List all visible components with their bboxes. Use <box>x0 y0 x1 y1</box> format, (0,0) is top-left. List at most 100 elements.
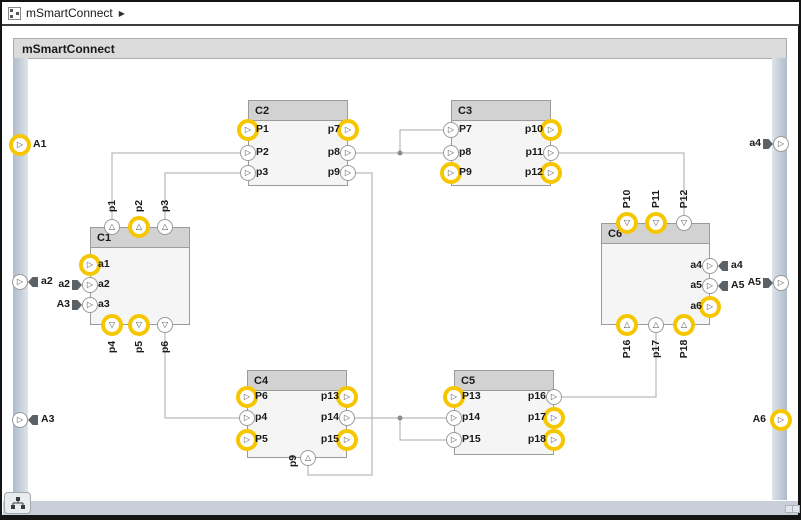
diagram-title-bar: mSmartConnect <box>13 38 787 59</box>
root-port-a2[interactable]: ▷ <box>12 274 28 290</box>
root-port-A5[interactable]: ▷ <box>773 275 789 291</box>
root-port-label: a2 <box>41 275 53 287</box>
port-C1-p3[interactable]: △ <box>157 219 173 235</box>
port-C3-p11[interactable]: ▷ <box>543 145 559 161</box>
port-C6-p17[interactable]: △ <box>648 317 664 333</box>
port-C6-a4[interactable]: ▷ <box>702 258 718 274</box>
port-label: p6 <box>159 340 171 354</box>
port-C6-P10[interactable]: ▽ <box>616 212 638 234</box>
port-C6-P12[interactable]: ▽ <box>676 215 692 231</box>
port-C6-a5[interactable]: ▷ <box>702 278 718 294</box>
port-C5-p14[interactable]: ▷ <box>446 410 462 426</box>
port-C5-p17[interactable]: ▷ <box>543 407 565 429</box>
hierarchy-badge[interactable] <box>4 492 31 514</box>
port-C2-P1[interactable]: ▷ <box>237 119 259 141</box>
port-C4-P5[interactable]: ▷ <box>236 429 258 451</box>
port-C6-P11[interactable]: ▽ <box>645 212 667 234</box>
port-label: p9 <box>327 166 340 178</box>
wire[interactable] <box>164 172 240 219</box>
port-C5-P13[interactable]: ▷ <box>443 386 465 408</box>
port-C1-a1[interactable]: ▷ <box>79 254 101 276</box>
root-port-A1[interactable]: ▷ <box>9 134 31 156</box>
port-arrow-icon: ▷ <box>706 302 714 311</box>
port-C5-p18[interactable]: ▷ <box>543 429 565 451</box>
port-label: p3 <box>256 166 269 178</box>
port-C1-a3[interactable]: ▷ <box>82 297 98 313</box>
component-header-C4: C4 <box>248 371 346 391</box>
port-C2-p8[interactable]: ▷ <box>340 145 356 161</box>
port-C4-p15[interactable]: ▷ <box>336 429 358 451</box>
component-C5[interactable]: C5 <box>454 370 554 455</box>
port-C5-p16[interactable]: ▷ <box>546 389 562 405</box>
port-label: a1 <box>98 258 110 270</box>
port-C6-P16[interactable]: △ <box>616 314 638 336</box>
port-C4-p14[interactable]: ▷ <box>339 410 355 426</box>
port-arrow-icon: ▷ <box>86 260 94 269</box>
port-C2-P2[interactable]: ▷ <box>240 145 256 161</box>
hierarchy-icon <box>10 496 25 509</box>
root-port-label: A1 <box>33 138 47 150</box>
port-C2-p9[interactable]: ▷ <box>340 165 356 181</box>
component-C4[interactable]: C4 <box>247 370 347 458</box>
root-port-A6[interactable]: ▷ <box>770 409 792 431</box>
port-arrow-icon: ▽ <box>135 320 143 329</box>
port-label: p14 <box>462 411 481 423</box>
breadcrumb-expand-icon[interactable]: ▶ <box>118 8 125 18</box>
port-C6-a6[interactable]: ▷ <box>699 296 721 318</box>
component-C1[interactable]: C1 <box>90 227 190 325</box>
port-C6-P18[interactable]: △ <box>673 314 695 336</box>
port-C4-p4[interactable]: ▷ <box>239 410 255 426</box>
port-C3-p8[interactable]: ▷ <box>443 145 459 161</box>
wire[interactable] <box>307 172 373 476</box>
wire[interactable] <box>399 129 443 153</box>
port-arrow-icon: ▷ <box>706 261 714 270</box>
port-label: P15 <box>462 433 481 445</box>
breadcrumb-bar: mSmartConnect ▶ <box>2 2 799 24</box>
port-C2-p3[interactable]: ▷ <box>240 165 256 181</box>
port-arrow-icon: ▷ <box>243 435 251 444</box>
port-label: p12 <box>524 166 543 178</box>
port-C3-p10[interactable]: ▷ <box>540 119 562 141</box>
component-C6[interactable]: C6 <box>601 223 710 325</box>
component-C3[interactable]: C3 <box>451 100 551 186</box>
port-C2-p7[interactable]: ▷ <box>337 119 359 141</box>
port-arrow-icon: ▷ <box>16 140 24 149</box>
port-C3-p12[interactable]: ▷ <box>540 162 562 184</box>
port-label: p8 <box>327 146 340 158</box>
port-C4-p13[interactable]: ▷ <box>336 386 358 408</box>
breadcrumb[interactable]: mSmartConnect <box>26 6 113 20</box>
port-C1-p6[interactable]: ▽ <box>157 317 173 333</box>
port-label: P12 <box>678 189 690 209</box>
port-C4-P6[interactable]: ▷ <box>236 386 258 408</box>
wire[interactable] <box>399 418 446 441</box>
port-C5-P15[interactable]: ▷ <box>446 432 462 448</box>
wire[interactable] <box>562 333 657 398</box>
root-port-label: A6 <box>752 413 766 425</box>
wire[interactable] <box>111 152 240 219</box>
port-C4-p9[interactable]: △ <box>300 450 316 466</box>
root-port-A3[interactable]: ▷ <box>12 412 28 428</box>
port-C1-p1[interactable]: △ <box>104 219 120 235</box>
port-C3-P9[interactable]: ▷ <box>440 162 462 184</box>
port-arrow-icon: △ <box>680 320 688 329</box>
port-arrow-icon: ▷ <box>777 278 785 287</box>
port-arrow-icon: ▷ <box>550 413 558 422</box>
component-C2[interactable]: C2 <box>248 100 348 186</box>
port-C1-p2[interactable]: △ <box>128 216 150 238</box>
port-arrow-icon: ▷ <box>706 281 714 290</box>
port-arrow-icon: ▽ <box>108 320 116 329</box>
port-label: p5 <box>133 340 145 354</box>
port-C1-a2[interactable]: ▷ <box>82 277 98 293</box>
port-arrow-icon: ▷ <box>344 125 352 134</box>
root-port-a4[interactable]: ▷ <box>773 136 789 152</box>
port-arrow-icon: ▷ <box>547 125 555 134</box>
port-C3-P7[interactable]: ▷ <box>443 122 459 138</box>
connector-label: a2 <box>58 278 70 290</box>
port-C1-p5[interactable]: ▽ <box>128 314 150 336</box>
wire[interactable] <box>559 152 685 215</box>
wire-junction <box>397 150 403 156</box>
port-C1-p4[interactable]: ▽ <box>101 314 123 336</box>
connector-label: A5 <box>731 279 745 291</box>
wire[interactable] <box>164 333 239 419</box>
